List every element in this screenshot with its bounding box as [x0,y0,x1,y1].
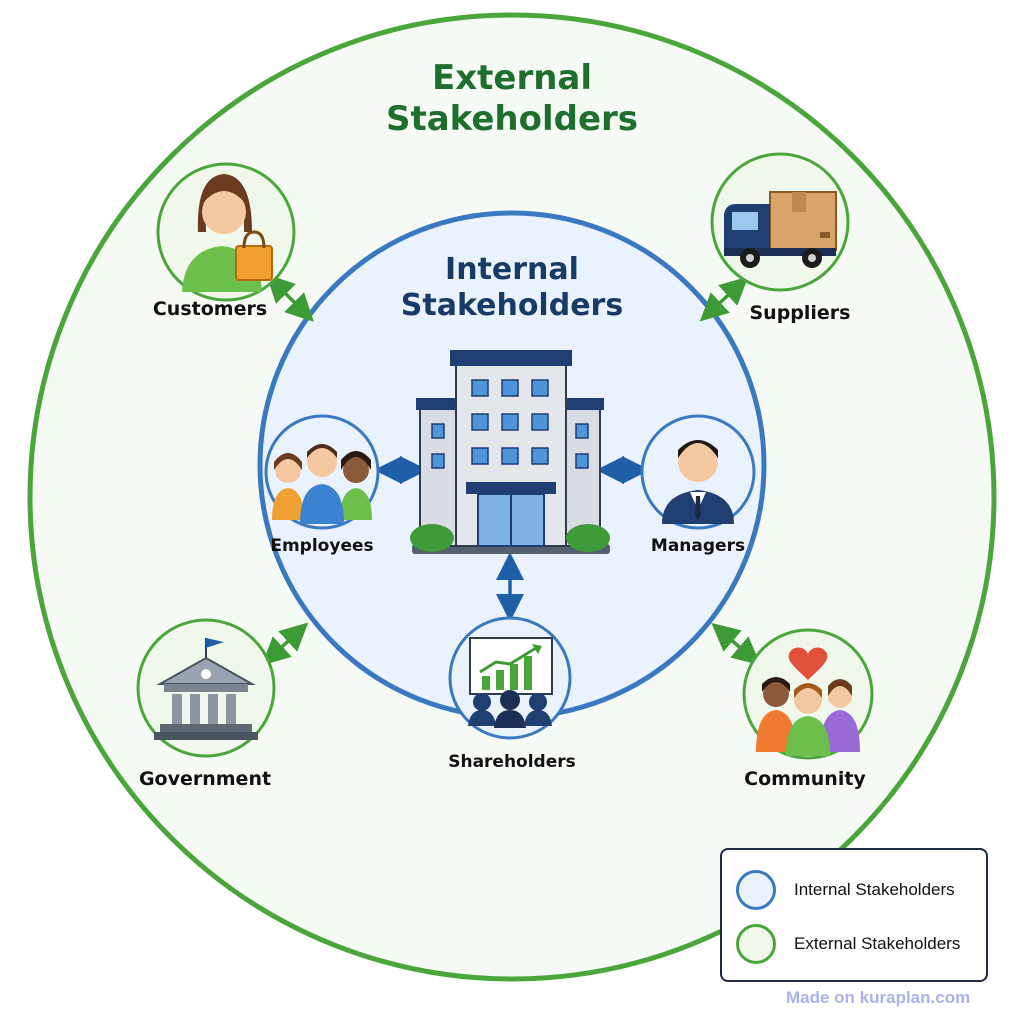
arrow-suppliers [699,276,749,322]
arrow-community [711,622,761,666]
shareholders-node [448,616,572,740]
managers-label: Managers [650,536,746,556]
government-building-icon [154,638,258,740]
external-title-line2: Stakeholders [385,98,639,139]
community-label: Community [744,768,866,790]
internal-title-line1: Internal [445,252,579,287]
delivery-truck-icon [724,191,837,268]
suppliers-node [710,152,850,292]
managers-node [640,414,756,530]
legend-item-internal: Internal Stakeholders [736,868,955,912]
office-building-icon [410,350,610,554]
arrow-customers [266,274,314,322]
employees-node [264,414,380,530]
growth-chart-audience-icon [468,637,553,728]
government-node [136,618,276,758]
watermark: Made on kuraplan.com [786,988,971,1007]
legend-swatch-external [736,924,776,964]
community-heart-icon [756,647,860,756]
connection-arrows [261,274,761,666]
suppliers-label: Suppliers [749,302,851,324]
legend-label-internal: Internal Stakeholders [794,880,955,899]
legend: Internal Stakeholders External Stakehold… [720,848,988,982]
people-group-icon [272,444,372,524]
legend-label-external: External Stakeholders [794,934,961,953]
internal-title: Internal Stakeholders [362,252,662,324]
legend-item-external: External Stakeholders [736,922,960,966]
arrow-government [261,622,309,666]
community-node [742,628,874,760]
shareholders-label: Shareholders [448,752,576,772]
government-label: Government [138,768,272,790]
manager-icon [662,440,734,524]
customers-label: Customers [152,298,268,320]
shopper-icon [182,174,273,292]
legend-swatch-internal [736,870,776,910]
employees-label: Employees [270,536,374,556]
internal-title-line2: Stakeholders [400,288,624,323]
external-title: External Stakeholders [312,58,712,140]
external-title-line1: External [431,58,593,98]
customers-node [156,162,296,302]
